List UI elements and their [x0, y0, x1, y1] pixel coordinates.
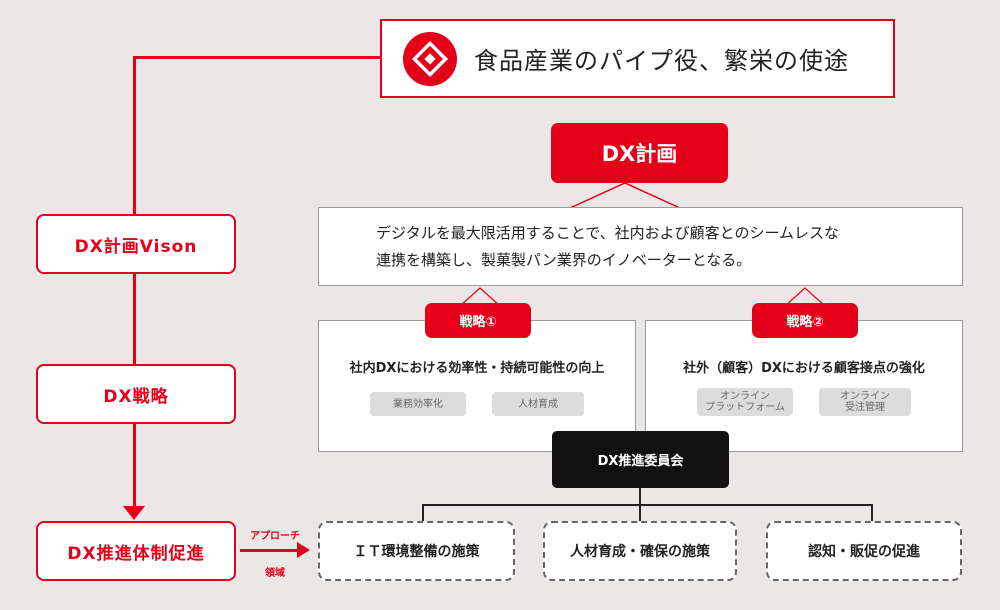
side-label-strategy: DX戦略	[36, 364, 236, 424]
tree-drop-3	[871, 504, 873, 523]
measure-box-1: ＩＴ環境整備の施策	[318, 521, 515, 581]
down-arrowhead	[123, 506, 145, 520]
strategy-tag-1: 戦略①	[425, 303, 531, 338]
connector-left	[133, 56, 136, 508]
tree-stem	[639, 486, 641, 505]
strategy-title-2: 社外（顧客）DXにおける顧客接点の強化	[683, 361, 925, 376]
strategy-1-chip-1: 業務効率化	[370, 392, 466, 416]
strategy-panel-1: 社内DXにおける効率性・持続可能性の向上 業務効率化 人材育成	[318, 320, 636, 452]
strategy-title-1: 社内DXにおける効率性・持続可能性の向上	[349, 361, 605, 376]
measure-box-3: 認知・販促の促進	[766, 521, 962, 581]
strategy-2-chip-2: オンライン 受注管理	[819, 388, 911, 416]
approach-arrow-shaft	[240, 549, 298, 552]
tree-drop-1	[422, 504, 424, 523]
strategy-1-chip-2: 人材育成	[492, 392, 584, 416]
measure-box-2: 人材育成・確保の施策	[543, 521, 737, 581]
mission-box: 食品産業のパイプ役、繁栄の使途	[380, 19, 895, 98]
domain-label: 領域	[265, 568, 285, 579]
tree-drop-2	[639, 504, 641, 523]
strategy-panel-2: 社外（顧客）DXにおける顧客接点の強化 オンライン プラットフォーム オンライン…	[645, 320, 963, 452]
side-label-vision: DX計画Vison	[36, 214, 236, 274]
strategy-2-chip-1: オンライン プラットフォーム	[697, 388, 793, 416]
approach-label: アプローチ	[250, 531, 300, 542]
strategy-tag-2: 戦略②	[752, 303, 858, 338]
strategy-connector-1	[459, 287, 501, 307]
mission-text: 食品産業のパイプ役、繁栄の使途	[474, 47, 849, 75]
tree-horizontal	[422, 504, 873, 506]
vision-panel: デジタルを最大限活用することで、社内および顧客とのシームレスな 連携を構築し、製…	[318, 207, 963, 286]
strategy-connector-2	[784, 287, 826, 307]
side-label-promotion: DX推進体制促進	[36, 521, 236, 581]
approach-arrowhead	[297, 542, 310, 558]
plan-connector	[569, 182, 681, 209]
vision-text: デジタルを最大限活用することで、社内および顧客とのシームレスな 連携を構築し、製…	[376, 224, 840, 269]
company-logo-icon	[403, 31, 457, 86]
dx-plan-tag: DX計画	[551, 123, 728, 183]
connector-top	[133, 56, 380, 59]
committee-box: DX推進委員会	[552, 431, 729, 488]
